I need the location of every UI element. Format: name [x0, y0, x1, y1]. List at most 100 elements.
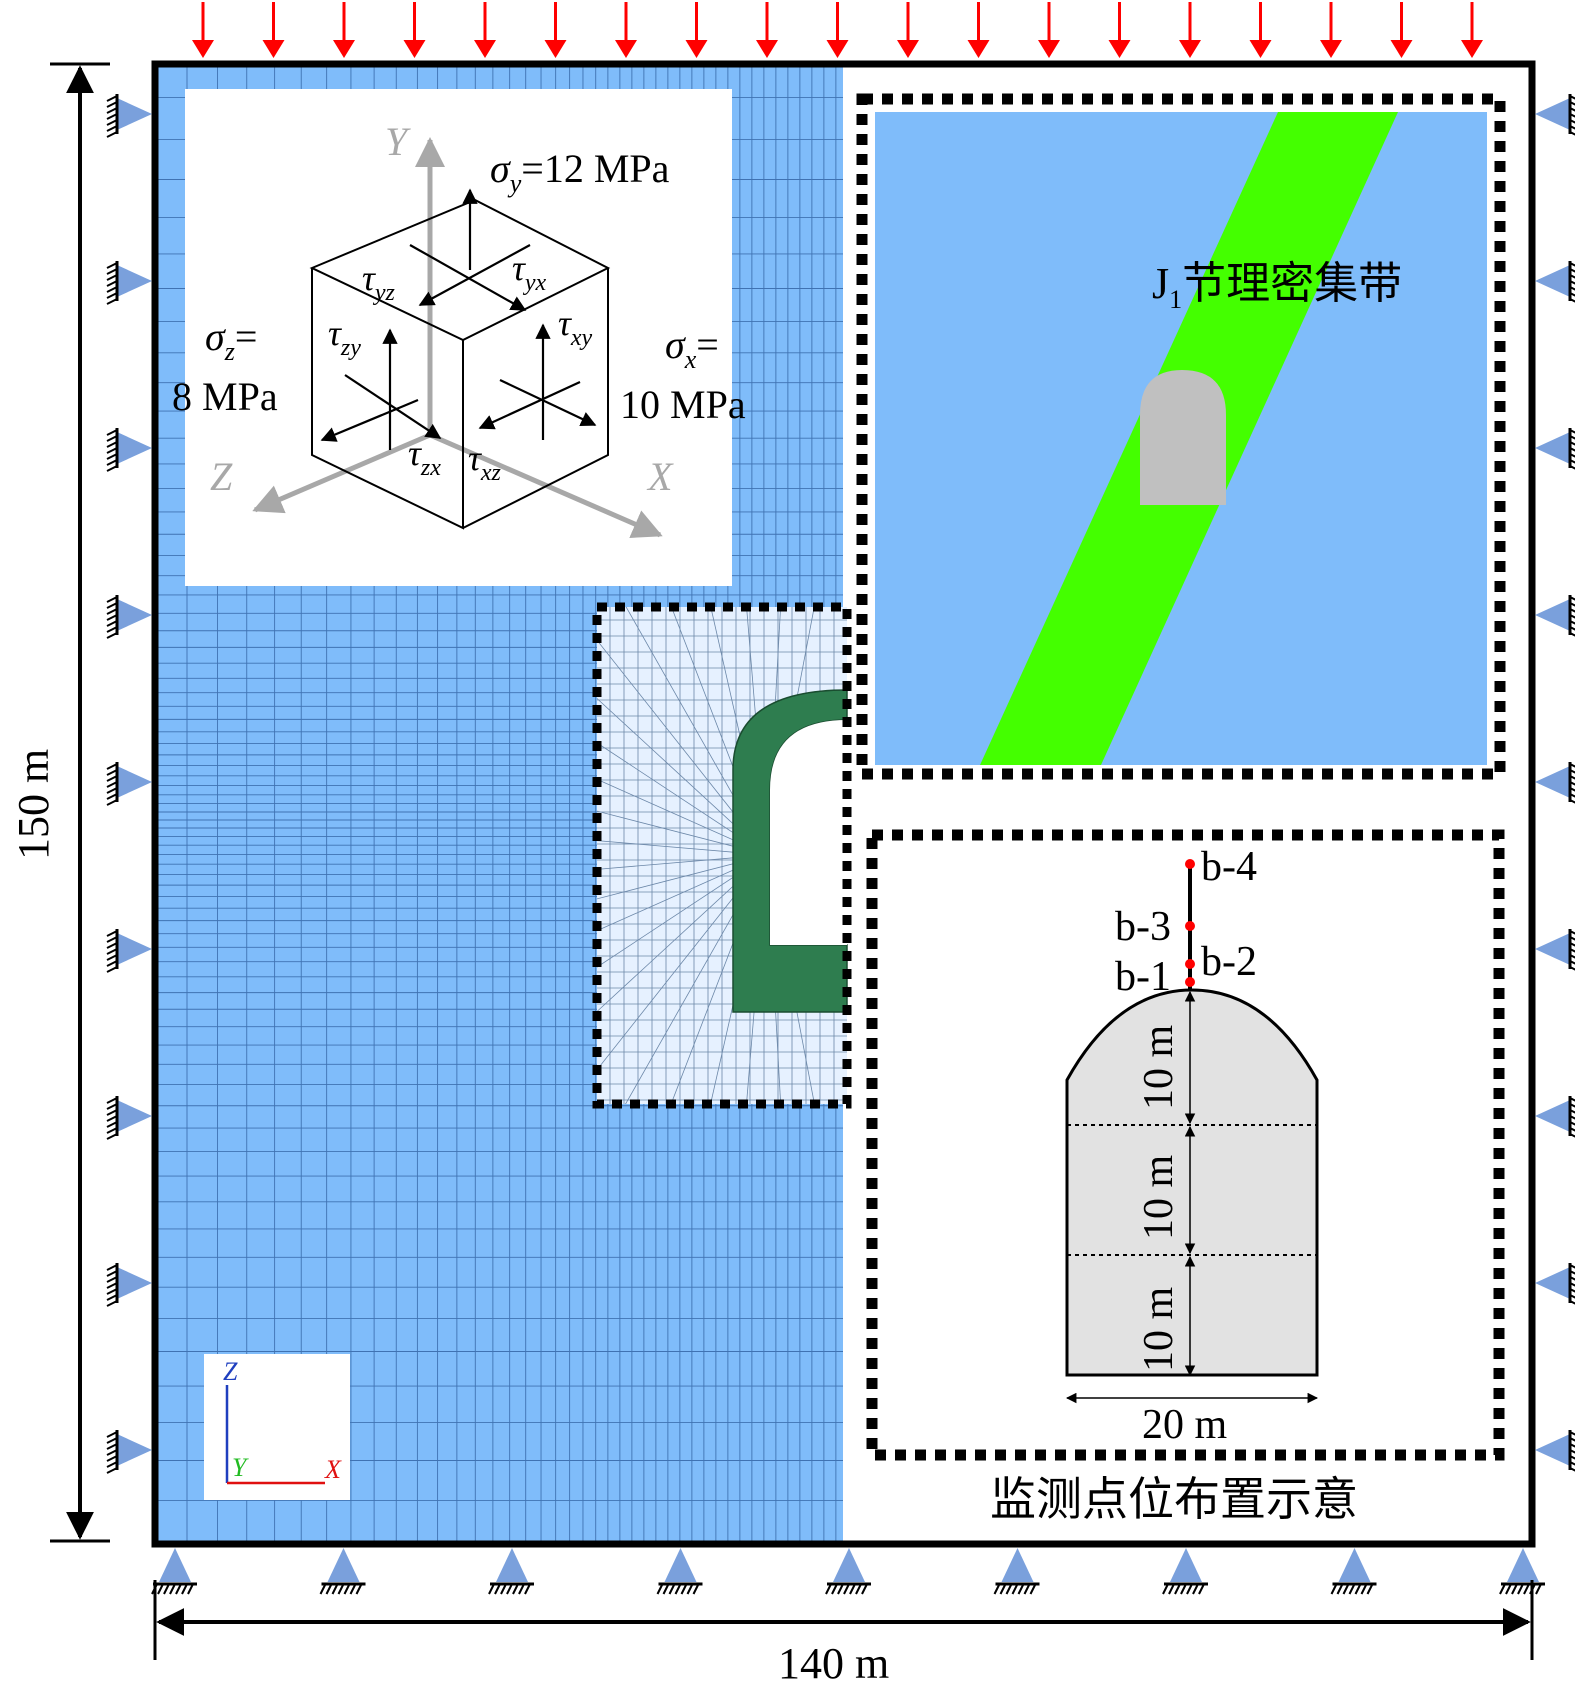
- sigma-z-value: 8 MPa: [172, 374, 278, 419]
- load-arrow-head: [474, 40, 496, 58]
- width-dimension-label: 140 m: [778, 1639, 889, 1688]
- left-roller-support: [117, 1434, 152, 1466]
- sigma-y-label: σy=12 MPa: [490, 146, 670, 198]
- tau-zy-label: τzy: [328, 313, 361, 361]
- tau-xz-label: τxz: [468, 438, 502, 486]
- bottom-roller-support: [1338, 1548, 1371, 1582]
- mesh-grid: [154, 64, 843, 1544]
- load-arrow-head: [333, 40, 355, 58]
- bottom-roller-support: [1170, 1548, 1202, 1582]
- load-arrow-head: [1320, 40, 1342, 58]
- load-arrow-head: [403, 40, 426, 58]
- left-roller-support: [117, 1100, 152, 1132]
- left-roller-support: [117, 933, 152, 965]
- bottom-roller-support: [833, 1548, 865, 1582]
- monitor-label-b3: b-3: [1115, 904, 1171, 950]
- right-roller-support: [1535, 1267, 1570, 1299]
- tunnel-section-shape: [1140, 370, 1226, 505]
- joint-band-label: J1节理密集带: [1152, 259, 1402, 314]
- stress-cube-inset: Y Z X σy=12 MPa σz= 8 MPa: [172, 89, 746, 586]
- monitor-point-b1: [1185, 977, 1195, 987]
- load-arrow-head: [1249, 40, 1272, 58]
- refined-mesh-zone: [592, 602, 852, 1109]
- left-roller-support: [117, 1267, 152, 1299]
- left-roller-support: [117, 265, 152, 297]
- monitoring-layout-panel: 10 m 10 m 10 m 20 m b-4 b-3 b-2 b-1 监测点位…: [866, 829, 1505, 1525]
- refined-zone-dashed-frame: [592, 602, 852, 1109]
- segment-label-top: 10 m: [1136, 1025, 1182, 1111]
- monitor-point-b4: [1185, 859, 1195, 869]
- fine-mesh-radial: [597, 742, 768, 856]
- sigma-x-label: σx=: [665, 322, 719, 374]
- triad-z-label: Z: [223, 1357, 238, 1386]
- triad-x-label: X: [324, 1455, 342, 1484]
- fine-mesh-radial: [597, 639, 768, 856]
- monitor-label-b2: b-2: [1201, 939, 1257, 985]
- left-roller-support: [117, 599, 152, 631]
- fine-mesh-radial: [597, 854, 768, 1013]
- axis-label-x: X: [646, 454, 674, 499]
- load-arrow-head: [685, 40, 708, 58]
- fine-mesh-radial: [597, 854, 768, 932]
- boundary-supports: [106, 94, 1575, 1595]
- left-roller-support: [117, 766, 152, 798]
- load-arrow-head: [1038, 40, 1060, 58]
- tau-xy-label: τxy: [558, 303, 593, 351]
- load-arrow-head: [192, 40, 214, 58]
- right-roller-support: [1535, 265, 1570, 297]
- monitor-label-b1: b-1: [1115, 954, 1171, 1000]
- segment-label-middle: 10 m: [1136, 1155, 1182, 1241]
- axis-label-y: Y: [385, 119, 411, 164]
- tau-zx-label: τzx: [408, 433, 441, 481]
- sigma-x-value: 10 MPa: [620, 382, 746, 427]
- right-roller-support: [1535, 432, 1570, 464]
- load-arrow-head: [544, 40, 567, 58]
- tunnel-cross-section: [1065, 988, 1319, 1377]
- axis-label-z: Z: [210, 454, 233, 499]
- right-roller-support: [1535, 98, 1570, 130]
- left-roller-support: [117, 432, 152, 464]
- fine-mesh-radial: [597, 854, 768, 1071]
- monitor-point-b2: [1185, 959, 1195, 969]
- joint-band-panel: J1节理密集带: [856, 93, 1506, 780]
- segment-label-bottom: 10 m: [1136, 1287, 1182, 1373]
- bottom-roller-support: [1001, 1548, 1034, 1582]
- load-arrow-head: [1179, 40, 1201, 58]
- bottom-roller-support: [327, 1548, 360, 1582]
- load-arrow-head: [1108, 40, 1131, 58]
- bottom-roller-support: [1507, 1548, 1539, 1582]
- vertical-load-arrows: [192, 2, 1483, 58]
- tunnel-opening: [770, 720, 847, 945]
- fine-mesh-radial: [597, 854, 768, 968]
- tau-yx-label: τyx: [512, 248, 547, 296]
- left-roller-support: [117, 98, 152, 130]
- monitor-panel-dashed-frame: [866, 829, 1505, 1461]
- width-label: 20 m: [1142, 1402, 1228, 1448]
- stress-cube: [309, 198, 611, 530]
- height-dimension-label: 150 m: [9, 749, 58, 860]
- bottom-roller-support: [159, 1548, 191, 1582]
- dimension-lines: 150 m 140 m: [9, 62, 1534, 1688]
- load-arrow-head: [826, 40, 849, 58]
- tau-yz-label: τyz: [362, 258, 396, 306]
- load-arrow-head: [1461, 40, 1483, 58]
- load-arrow-head: [967, 40, 990, 58]
- fine-mesh-radial: [597, 697, 768, 856]
- sigma-z-label: σz=: [205, 314, 257, 366]
- load-arrow-head: [1390, 40, 1413, 58]
- coordinate-triad: Z Y X: [204, 1354, 350, 1500]
- right-roller-support: [1535, 599, 1570, 631]
- load-arrow-head: [756, 40, 778, 58]
- load-arrow-head: [262, 40, 285, 58]
- right-roller-support: [1535, 766, 1570, 798]
- triad-y-label: Y: [232, 1453, 249, 1482]
- fine-mesh-radial: [597, 854, 768, 900]
- monitor-point-b3: [1185, 921, 1195, 931]
- bottom-roller-support: [496, 1548, 528, 1582]
- fine-mesh-radial: [597, 778, 768, 856]
- bottom-roller-support: [664, 1548, 697, 1582]
- monitor-label-b4: b-4: [1201, 844, 1257, 890]
- load-arrow-head: [615, 40, 637, 58]
- right-roller-support: [1535, 933, 1570, 965]
